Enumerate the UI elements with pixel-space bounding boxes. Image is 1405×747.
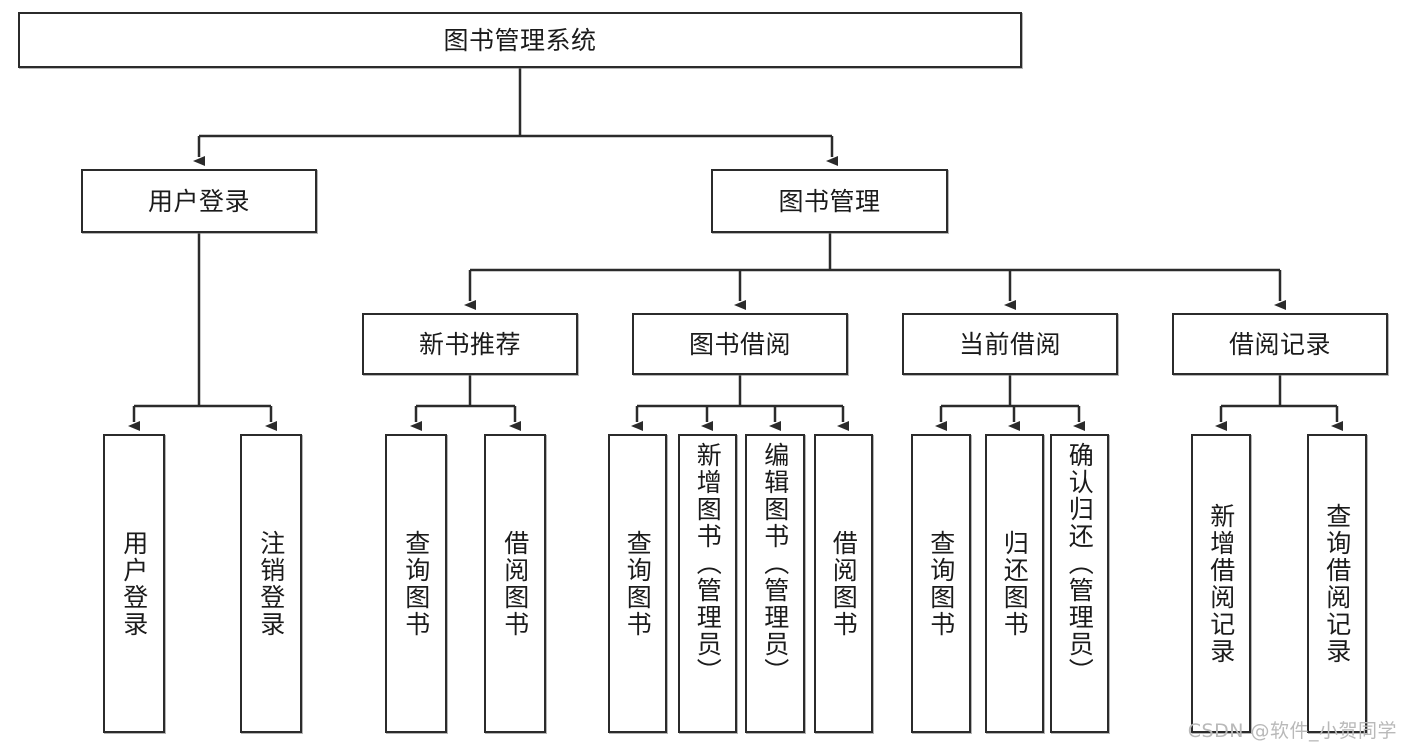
node-leaf-confirm-return-label: 确认归还（管理员）	[1065, 442, 1095, 685]
node-leaf-borrow-book-label: 借阅图书	[829, 529, 859, 638]
node-leaf-borrow-book[interactable]: 借阅图书	[814, 434, 873, 733]
watermark: CSDN @软件_小贺同学	[1187, 720, 1397, 742]
node-leaf-add-record-label: 新增借阅记录	[1206, 502, 1236, 665]
node-borrow-record-label: 借阅记录	[1228, 329, 1331, 359]
node-user-login-label: 用户登录	[147, 186, 250, 216]
node-borrow-record[interactable]: 借阅记录	[1172, 313, 1388, 375]
node-leaf-logout-label: 注销登录	[256, 529, 286, 638]
node-leaf-query-record-label: 查询借阅记录	[1322, 502, 1352, 665]
node-leaf-query-record[interactable]: 查询借阅记录	[1307, 434, 1367, 733]
node-leaf-add-record[interactable]: 新增借阅记录	[1191, 434, 1251, 733]
node-leaf-query-book-borrow[interactable]: 查询图书	[608, 434, 667, 733]
node-leaf-query-book-borrow-label: 查询图书	[623, 529, 653, 638]
node-leaf-query-book-cur-label: 查询图书	[926, 529, 956, 638]
node-leaf-borrow-book-rec[interactable]: 借阅图书	[484, 434, 546, 733]
node-leaf-borrow-book-rec-label: 借阅图书	[500, 529, 530, 638]
node-new-book-recommend[interactable]: 新书推荐	[362, 313, 578, 375]
node-leaf-query-book-rec-label: 查询图书	[401, 529, 431, 638]
node-leaf-logout[interactable]: 注销登录	[240, 434, 302, 733]
node-new-book-recommend-label: 新书推荐	[418, 329, 521, 359]
node-root[interactable]: 图书管理系统	[18, 12, 1022, 68]
node-leaf-confirm-return[interactable]: 确认归还（管理员）	[1050, 434, 1109, 733]
node-book-borrow[interactable]: 图书借阅	[632, 313, 848, 375]
node-leaf-query-book-cur[interactable]: 查询图书	[911, 434, 971, 733]
node-leaf-add-book-label: 新增图书（管理员）	[693, 442, 723, 685]
node-leaf-add-book[interactable]: 新增图书（管理员）	[678, 434, 737, 733]
node-leaf-user-login-label: 用户登录	[119, 529, 149, 638]
node-root-label: 图书管理系统	[443, 25, 597, 55]
node-book-manage[interactable]: 图书管理	[711, 169, 948, 233]
node-leaf-edit-book-label: 编辑图书（管理员）	[760, 442, 790, 685]
node-leaf-query-book-rec[interactable]: 查询图书	[385, 434, 447, 733]
node-leaf-return-book-label: 归还图书	[1000, 529, 1030, 638]
node-current-borrow[interactable]: 当前借阅	[902, 313, 1118, 375]
node-current-borrow-label: 当前借阅	[958, 329, 1061, 359]
node-book-borrow-label: 图书借阅	[688, 329, 791, 359]
node-leaf-edit-book[interactable]: 编辑图书（管理员）	[745, 434, 805, 733]
node-leaf-user-login[interactable]: 用户登录	[103, 434, 165, 733]
node-book-manage-label: 图书管理	[778, 186, 881, 216]
node-user-login[interactable]: 用户登录	[81, 169, 317, 233]
node-leaf-return-book[interactable]: 归还图书	[985, 434, 1044, 733]
